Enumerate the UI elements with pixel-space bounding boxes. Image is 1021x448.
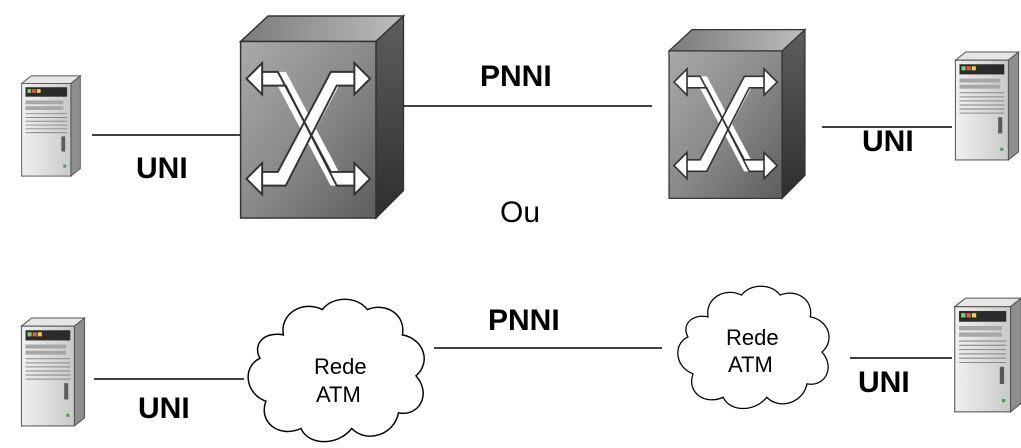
server-icon (954, 51, 1020, 161)
cloud-left-line2: ATM (316, 382, 361, 407)
server-icon (20, 317, 86, 427)
atm-switch-icon (241, 16, 404, 218)
cloud-right-line2: ATM (728, 352, 773, 377)
server-icon (21, 75, 81, 177)
uni-label-bottom-left: UNI (138, 392, 190, 425)
uni-label-top-left: UNI (136, 152, 188, 185)
pnni-label-bottom: PNNI (488, 304, 560, 337)
top-diagram: PNNI UNI UNI (21, 16, 1020, 218)
server-icon (954, 297, 1021, 413)
separator-label: Ou (500, 196, 540, 229)
pnni-label-top: PNNI (480, 60, 552, 93)
cloud-left-line1: Rede (314, 354, 367, 379)
uni-label-top-right: UNI (862, 125, 914, 158)
cloud-right-line1: Rede (726, 325, 779, 350)
bottom-diagram: Rede ATM Rede ATM PNNI UNI UNI (20, 285, 1021, 443)
atm-switch-icon (669, 30, 805, 199)
uni-label-bottom-right: UNI (858, 366, 910, 399)
